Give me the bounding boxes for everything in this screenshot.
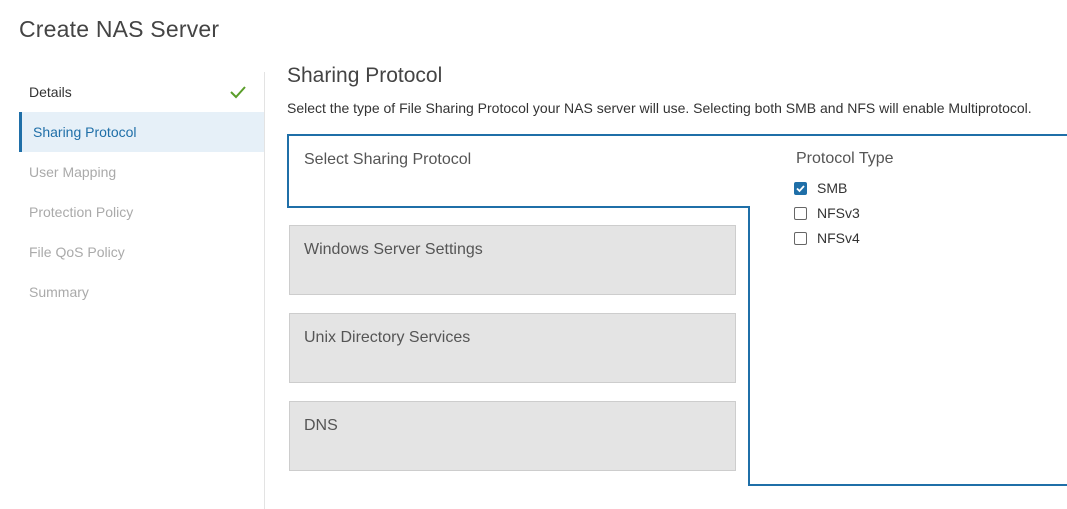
section-label: Windows Server Settings: [304, 241, 483, 258]
protocol-type-label: Protocol Type: [796, 150, 894, 167]
nfsv3-checkbox[interactable]: [794, 206, 807, 220]
step-label: Sharing Protocol: [33, 124, 137, 140]
step-details[interactable]: Details: [19, 72, 264, 112]
section-label: DNS: [304, 417, 338, 434]
section-label: Unix Directory Services: [304, 329, 471, 346]
nfsv3-label: NFSv3: [817, 205, 860, 221]
content-title: Sharing Protocol: [287, 64, 443, 87]
step-protection-policy[interactable]: Protection Policy: [19, 192, 264, 232]
step-user-mapping[interactable]: User Mapping: [19, 152, 264, 192]
smb-checkbox[interactable]: [794, 181, 807, 195]
sidebar-divider: [264, 72, 265, 509]
nfsv3-checkbox-row[interactable]: NFSv3: [794, 203, 860, 223]
checkmark-icon: [230, 86, 246, 99]
select-sharing-protocol-header[interactable]: Select Sharing Protocol: [304, 151, 472, 168]
step-sharing-protocol[interactable]: Sharing Protocol: [19, 112, 264, 152]
page-title: Create NAS Server: [19, 16, 220, 42]
smb-label: SMB: [817, 180, 848, 196]
wizard-steps-sidebar: Details Sharing Protocol User Mapping Pr…: [19, 72, 264, 312]
step-file-qos-policy[interactable]: File QoS Policy: [19, 232, 264, 272]
unix-directory-services-section[interactable]: Unix Directory Services: [289, 313, 736, 383]
nfsv4-checkbox-row[interactable]: NFSv4: [794, 228, 860, 248]
step-label: File QoS Policy: [29, 244, 125, 260]
checkbox-checked-icon: [796, 184, 805, 192]
nfsv4-checkbox[interactable]: [794, 231, 807, 245]
dns-section[interactable]: DNS: [289, 401, 736, 471]
nfsv4-label: NFSv4: [817, 230, 860, 246]
step-summary[interactable]: Summary: [19, 272, 264, 312]
step-label: Protection Policy: [29, 204, 134, 220]
step-label: Summary: [29, 284, 89, 300]
smb-checkbox-row[interactable]: SMB: [794, 178, 847, 198]
step-label: User Mapping: [29, 164, 117, 180]
step-label: Details: [29, 84, 72, 100]
content-description: Select the type of File Sharing Protocol…: [287, 100, 1032, 116]
windows-server-settings-section[interactable]: Windows Server Settings: [289, 225, 736, 295]
